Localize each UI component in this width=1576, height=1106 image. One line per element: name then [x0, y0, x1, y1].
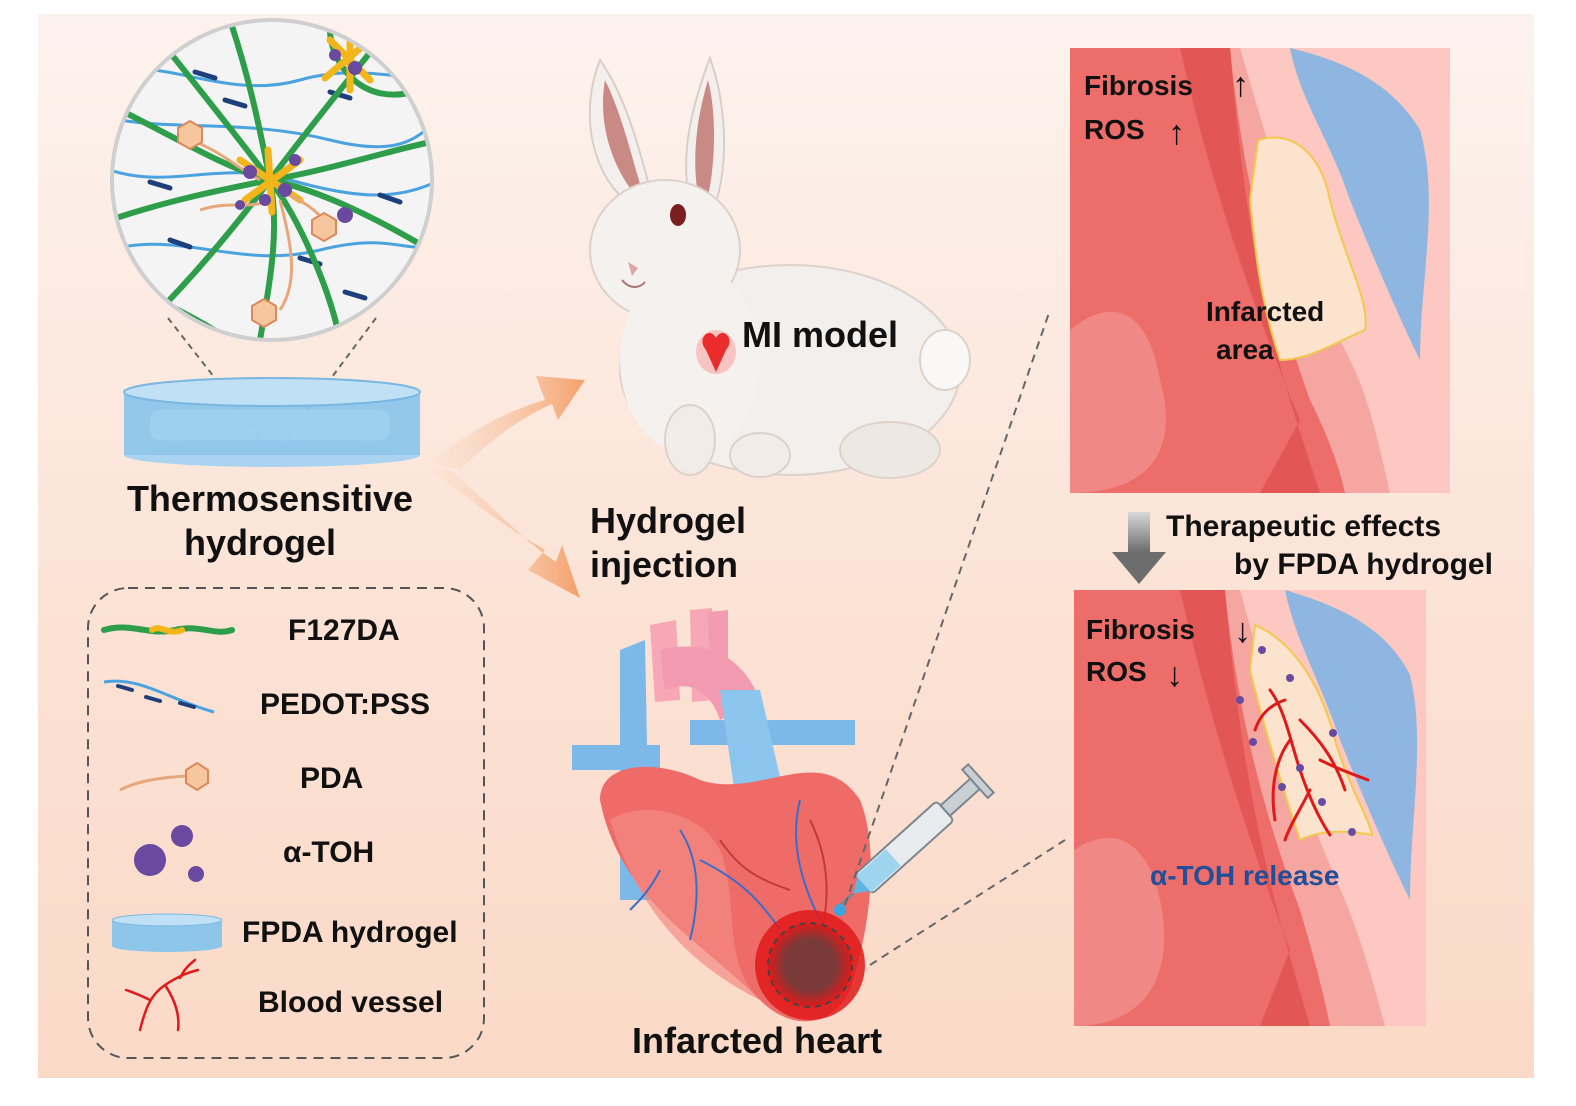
legend-label-blood-vessel: Blood vessel	[258, 986, 444, 1019]
alpha-toh-particles-icon	[134, 825, 204, 882]
legend-box	[87, 587, 485, 1059]
hydrogel-network-magnified	[110, 18, 434, 342]
tissue-panel-before	[1070, 48, 1450, 493]
blood-vessel-icon	[124, 958, 200, 1032]
panel-bottom-fibrosis: Fibrosis	[1086, 614, 1195, 645]
panel-bottom-ros-down-arrow: ↓	[1166, 656, 1183, 694]
heart-to-panel-lines	[844, 309, 1066, 966]
panel-top-ros: ROS	[1084, 114, 1145, 145]
injection-label-line2: injection	[590, 544, 739, 585]
tissue-panel-after	[1074, 590, 1426, 1026]
infarcted-heart-label: Infarcted heart	[632, 1020, 883, 1061]
legend-label-f127da: F127DA	[288, 614, 400, 647]
panel-top-infarcted-line2: area	[1216, 334, 1274, 365]
legend-label-pedot-pss: PEDOT:PSS	[260, 688, 431, 721]
panel-bottom-release-label: α-TOH release	[1150, 860, 1340, 891]
pda-chain-icon	[119, 761, 209, 792]
hydrogel-title-line2: hydrogel	[183, 522, 336, 563]
arrow-to-heart	[430, 470, 580, 598]
panel-top-fibrosis-up-arrow: ↑	[1232, 66, 1249, 104]
mi-model-label: MI model	[742, 314, 899, 355]
therapeutic-label-line2: by FPDA hydrogel	[1234, 548, 1493, 581]
panel-top-infarcted-line1: Infarcted	[1206, 296, 1325, 327]
hydrogel-disc-icon	[111, 913, 223, 952]
injection-label-line1: Hydrogel	[590, 500, 747, 541]
f127da-chain-icon	[101, 624, 235, 635]
pedot-pss-chain-icon	[103, 679, 215, 714]
therapy-down-arrow	[1112, 512, 1166, 584]
therapeutic-label-line1: Therapeutic effects	[1166, 510, 1442, 543]
panel-bottom-ros: ROS	[1086, 656, 1147, 687]
arrow-to-rabbit	[430, 376, 585, 470]
hydrogel-disc	[123, 377, 421, 467]
legend-label-pda: PDA	[300, 762, 364, 795]
panel-top-ros-up-arrow: ↑	[1168, 114, 1185, 152]
hydrogel-title-line1: Thermosensitive	[126, 478, 414, 519]
infarcted-heart-illustration	[572, 608, 996, 1022]
panel-bottom-fibrosis-down-arrow: ↓	[1234, 612, 1251, 650]
panel-top-fibrosis: Fibrosis	[1084, 70, 1193, 101]
legend-label-fpda-hydrogel: FPDA hydrogel	[242, 916, 458, 949]
rabbit-illustration	[588, 55, 971, 479]
legend-label-alpha-toh: α-TOH	[283, 836, 375, 869]
